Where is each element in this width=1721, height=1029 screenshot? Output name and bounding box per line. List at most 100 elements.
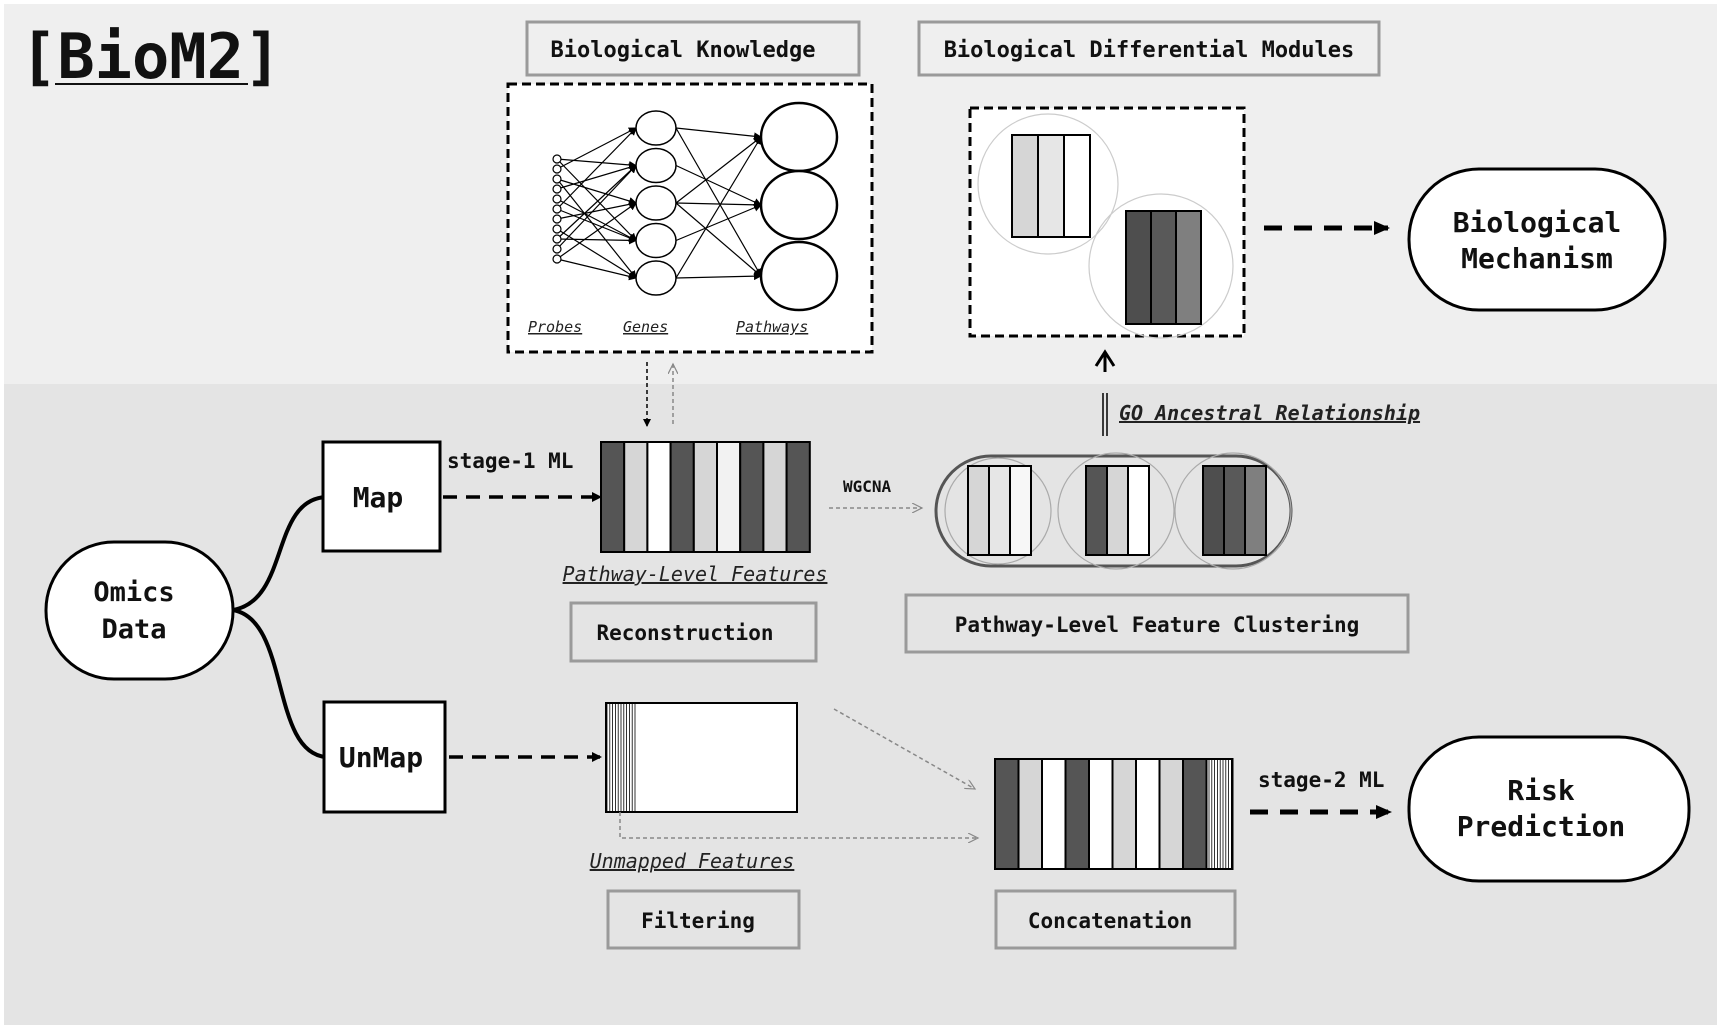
mechanism-node — [1407, 167, 1667, 312]
concatenation-label: Concatenation — [1028, 909, 1192, 933]
filtering-label: Filtering — [641, 909, 755, 933]
arrow-unmapped-to-concat — [619, 812, 978, 838]
pathway-feature-bar — [646, 441, 672, 553]
bottom-panel — [4, 384, 1717, 1025]
pathways-label: Pathways — [736, 318, 808, 336]
omics-line2: Data — [101, 614, 166, 645]
branch-to-map — [232, 493, 330, 612]
concatenation-box — [994, 889, 1237, 950]
network-edge — [675, 127, 762, 141]
mechanism-line1: Biological — [1453, 206, 1622, 239]
clustering-label-box — [904, 593, 1410, 654]
reconstruction-box — [569, 601, 818, 663]
stage1-label: stage-1 ML — [447, 449, 573, 473]
pathway-level-features-bars — [600, 441, 811, 553]
module-1-bars — [1011, 134, 1091, 238]
go-arrow-head — [1094, 349, 1116, 367]
risk-line2: Prediction — [1457, 810, 1626, 843]
network-edge — [675, 127, 762, 277]
network-edge — [556, 164, 637, 250]
cluster-circle-3 — [1174, 452, 1292, 570]
network-edge — [675, 204, 762, 242]
genes-label: Genes — [623, 318, 668, 336]
network-edge — [556, 228, 637, 279]
concatenated-features-bars — [994, 758, 1234, 870]
mechanism-line2: Mechanism — [1461, 242, 1613, 275]
network-edge — [556, 127, 637, 170]
concat-bar — [1064, 758, 1090, 870]
pathway-feature-bar — [623, 441, 649, 553]
gene-node — [635, 185, 677, 221]
cluster-2-bars — [1085, 465, 1150, 556]
branch-to-unmap — [232, 608, 330, 761]
pathway-feature-bar — [669, 441, 695, 553]
probe-node — [552, 184, 562, 194]
network-edge — [675, 136, 762, 204]
stage2-label: stage-2 ML — [1258, 768, 1384, 792]
omics-line1: Omics — [93, 577, 174, 608]
knowledge-label-box — [525, 20, 861, 77]
pathway-node — [759, 240, 839, 312]
map-label: Map — [353, 481, 404, 514]
module-2-bars — [1125, 210, 1202, 325]
unmapped-features-box — [605, 702, 798, 813]
cluster-circle-2 — [1057, 452, 1175, 570]
cluster-3-bars — [1202, 465, 1267, 556]
concat-bar — [1111, 758, 1137, 870]
cluster-circle-1 — [944, 457, 1052, 565]
network-edge — [675, 164, 762, 206]
probe-node — [552, 174, 562, 184]
reconstruction-label: Reconstruction — [596, 621, 773, 645]
concat-bar — [1182, 758, 1208, 870]
module-circle-2 — [1088, 193, 1234, 339]
network-edge — [556, 258, 637, 281]
probe-node — [552, 214, 562, 224]
probe-node — [552, 254, 562, 264]
pathway-node — [759, 169, 839, 241]
risk-line1: Risk — [1507, 774, 1575, 807]
clustering-label: Pathway-Level Feature Clustering — [955, 613, 1360, 637]
concat-bar — [1017, 758, 1043, 870]
network-edge — [556, 208, 637, 242]
network-edge — [556, 164, 637, 240]
network-edge — [675, 202, 762, 277]
modules-label-box — [917, 20, 1381, 77]
probe-node — [552, 224, 562, 234]
concat-bar — [1088, 758, 1114, 870]
network-edge — [675, 272, 762, 281]
network-edge — [556, 158, 637, 242]
gene-node — [635, 260, 677, 296]
pathway-feature-bar — [785, 441, 811, 553]
network-edge — [556, 202, 637, 260]
probe-node — [552, 154, 562, 164]
pathway-feature-bar — [600, 441, 626, 553]
gene-node — [635, 222, 677, 259]
concat-bar — [994, 758, 1020, 870]
filtering-box — [606, 889, 801, 950]
network-edge — [675, 136, 762, 279]
probe-gene-pathway-network — [552, 101, 839, 312]
network-edge — [556, 158, 637, 169]
knowledge-label: Biological Knowledge — [551, 38, 816, 63]
network-edge — [556, 198, 637, 242]
network-edge — [556, 200, 637, 220]
network-edge — [556, 163, 637, 190]
pathway-feature-bar — [716, 441, 742, 553]
risk-prediction-node — [1407, 735, 1691, 883]
map-node — [321, 440, 442, 553]
gene-node — [635, 110, 677, 146]
wgcna-label: WGCNA — [843, 477, 892, 496]
probe-node — [552, 234, 562, 244]
concat-bar — [1158, 758, 1184, 870]
concat-unmapped-block — [1205, 758, 1234, 870]
probe-node — [552, 204, 562, 214]
pathway-feature-bar — [692, 441, 718, 553]
concat-bar — [1135, 758, 1161, 870]
pathway-feature-bar — [739, 441, 765, 553]
go-label: GO Ancestral Relationship — [1119, 401, 1420, 425]
pathway-features-label: Pathway-Level Features — [563, 562, 828, 586]
gene-node — [635, 147, 677, 184]
probe-node — [552, 164, 562, 174]
network-edge — [675, 200, 762, 209]
